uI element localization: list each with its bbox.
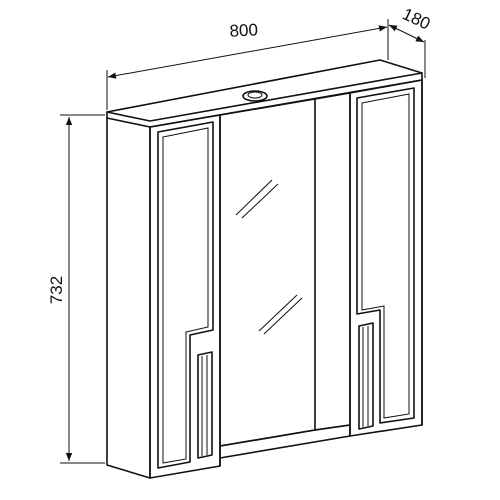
- bottom-shelf: [219, 424, 351, 459]
- reflection-line-4: [263, 297, 303, 335]
- depth-dimension-line: [388, 24, 425, 43]
- right-door: [349, 79, 423, 437]
- depth-label: 180: [399, 4, 433, 33]
- width-dimension: 800: [106, 19, 389, 110]
- right-door-handle: [358, 322, 374, 430]
- light-socket: [242, 90, 268, 102]
- left-side-panel: [106, 117, 151, 479]
- left-door-handle: [197, 351, 213, 459]
- left-door: [149, 114, 221, 479]
- open-shelf-area: [314, 92, 351, 431]
- left-door-panel: [157, 121, 214, 469]
- width-label: 800: [229, 20, 258, 40]
- cabinet: [106, 59, 423, 479]
- width-dimension-line: [107, 25, 388, 79]
- right-door-panel-inner: [361, 93, 410, 419]
- reflection-line-3: [258, 294, 298, 332]
- mirror-door: [219, 98, 316, 447]
- depth-dimension: 180: [388, 4, 433, 78]
- reflection-line-2: [241, 183, 279, 219]
- reflection-line-1: [235, 179, 273, 216]
- mirror-reflection: [235, 179, 303, 335]
- light-socket-inner: [247, 91, 263, 99]
- cabinet-top-edge: [106, 72, 423, 122]
- right-door-panel: [356, 87, 415, 424]
- height-label: 732: [47, 276, 66, 304]
- height-dimension: 732: [47, 114, 105, 464]
- left-door-panel-inner: [162, 127, 209, 464]
